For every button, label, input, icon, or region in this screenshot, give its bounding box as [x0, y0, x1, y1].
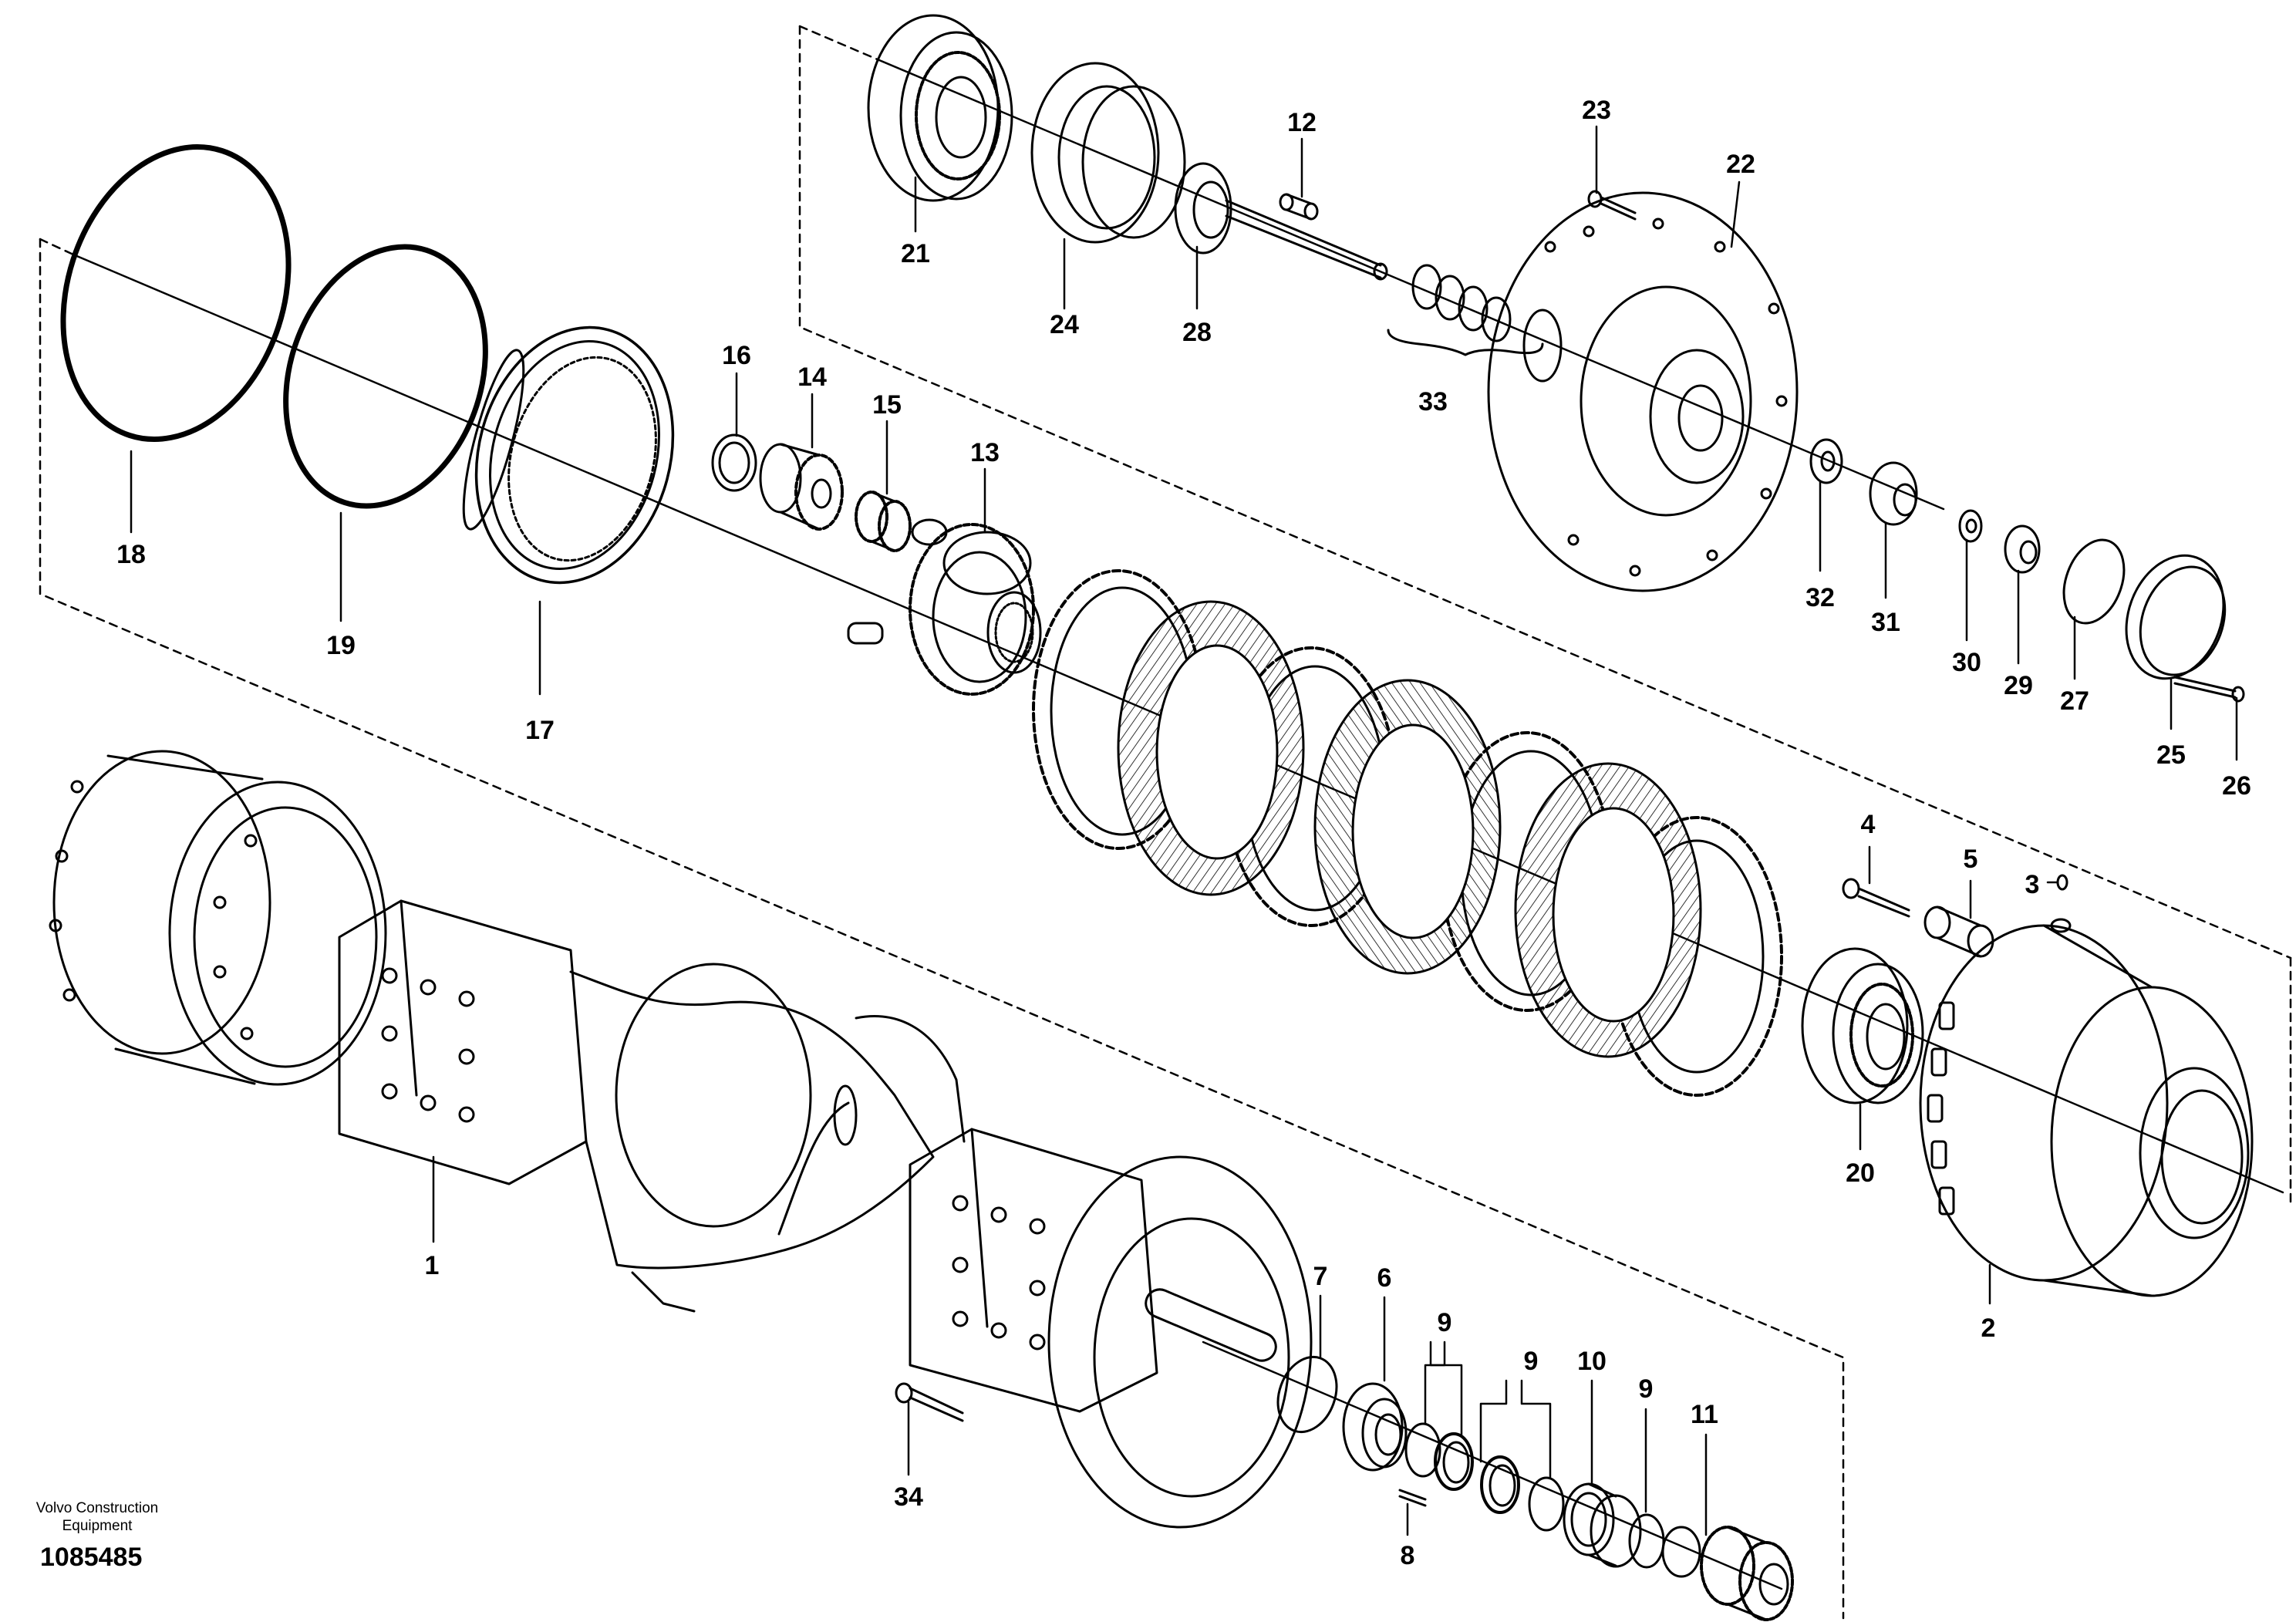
- callout-1: 1: [425, 1251, 440, 1280]
- callout-12: 12: [1287, 108, 1317, 137]
- bolt-34: [895, 1382, 964, 1422]
- screw-26: [2173, 676, 2245, 703]
- leader-lines: [130, 125, 2238, 1536]
- callout-9b: 9: [1524, 1347, 1539, 1376]
- washer-32: [1809, 438, 1843, 484]
- sleeve-10: [1563, 1482, 1642, 1568]
- callout-9a: 9: [1438, 1308, 1452, 1337]
- seal-ring-9b: [1480, 1455, 1565, 1532]
- cover-25: [2125, 554, 2227, 680]
- callout-31: 31: [1871, 608, 1900, 637]
- callout-28: 28: [1182, 318, 1212, 347]
- callout-22: 22: [1726, 150, 1755, 179]
- pin-12: [1279, 193, 1319, 221]
- credit-line-2: Equipment: [62, 1518, 133, 1534]
- stub-shaft-11: [1661, 1526, 1794, 1621]
- callout-labels: 1 2 3 4 5 6 7 8 9 9 9 10 11 12 13 14 15 …: [116, 96, 2251, 1570]
- screw-23: [1587, 190, 1637, 221]
- axle-housing-1: [49, 750, 1313, 1529]
- o-ring-19: [283, 244, 488, 509]
- callout-25: 25: [2156, 740, 2186, 770]
- sleeve-5: [1923, 905, 1994, 958]
- callout-27: 27: [2060, 686, 2089, 716]
- seal-24: [1030, 62, 1186, 244]
- callout-26: 26: [2222, 771, 2251, 801]
- piston-shaft-28: [1174, 162, 1388, 281]
- o-ring-9c: [1628, 1513, 1665, 1569]
- callout-13: 13: [970, 438, 1000, 467]
- seal-ring-9a: [1404, 1422, 1474, 1491]
- callout-3: 3: [2025, 870, 2040, 899]
- roller-bearing-21: [867, 14, 1013, 202]
- callout-16: 16: [722, 341, 751, 370]
- bolt-4: [1842, 878, 1910, 918]
- callout-5: 5: [1964, 845, 1978, 874]
- o-ring-18: [60, 143, 292, 443]
- callout-17: 17: [525, 716, 555, 745]
- spring-washers-33: [1387, 264, 1544, 356]
- hub-flange-22: [1487, 191, 1799, 592]
- callout-7: 7: [1313, 1262, 1328, 1291]
- callout-4: 4: [1861, 810, 1876, 839]
- callout-24: 24: [1050, 310, 1079, 339]
- washer-30: [1958, 509, 1983, 543]
- callout-10: 10: [1577, 1347, 1607, 1376]
- planet-carrier-13: [847, 518, 1042, 696]
- friction-discs: [1117, 600, 1702, 1058]
- circlip-16: [711, 433, 757, 492]
- callout-2: 2: [1981, 1313, 1996, 1343]
- callout-9c: 9: [1639, 1374, 1654, 1404]
- callout-32: 32: [1805, 583, 1835, 612]
- callout-15: 15: [872, 390, 902, 420]
- o-ring-7: [1276, 1355, 1338, 1434]
- callout-20: 20: [1846, 1158, 1875, 1188]
- dashed-group-outline-lower: [39, 238, 1845, 1620]
- dashed-group-outline-upper: [798, 25, 2292, 1205]
- bearing-6: [1342, 1382, 1408, 1472]
- pin-8: [1398, 1489, 1427, 1507]
- callout-30: 30: [1952, 648, 1981, 677]
- document-number: 1085485: [40, 1543, 143, 1572]
- nut-31: [1869, 461, 1918, 526]
- callout-29: 29: [2004, 671, 2033, 700]
- taper-bearing-20: [1801, 947, 1924, 1104]
- callout-14: 14: [797, 363, 827, 392]
- callout-34: 34: [894, 1482, 923, 1512]
- callout-8: 8: [1401, 1541, 1415, 1570]
- publisher-credit: Volvo Construction Equipment: [12, 1499, 182, 1535]
- planet-gear-14: [759, 443, 844, 531]
- callout-21: 21: [901, 239, 930, 268]
- o-ring-27: [2062, 538, 2126, 625]
- wheel-hub-2: [1919, 918, 2254, 1297]
- nut-29: [2004, 524, 2041, 574]
- callout-33: 33: [1418, 387, 1448, 416]
- plug-3: [2056, 874, 2068, 891]
- callout-19: 19: [326, 631, 356, 660]
- callout-18: 18: [116, 540, 146, 569]
- ring-gear-17: [462, 325, 675, 585]
- credit-line-1: Volvo Construction: [35, 1500, 159, 1516]
- callout-11: 11: [1691, 1400, 1718, 1429]
- callout-6: 6: [1377, 1263, 1392, 1293]
- needle-bearing-15: [855, 491, 912, 552]
- callout-23: 23: [1582, 96, 1611, 125]
